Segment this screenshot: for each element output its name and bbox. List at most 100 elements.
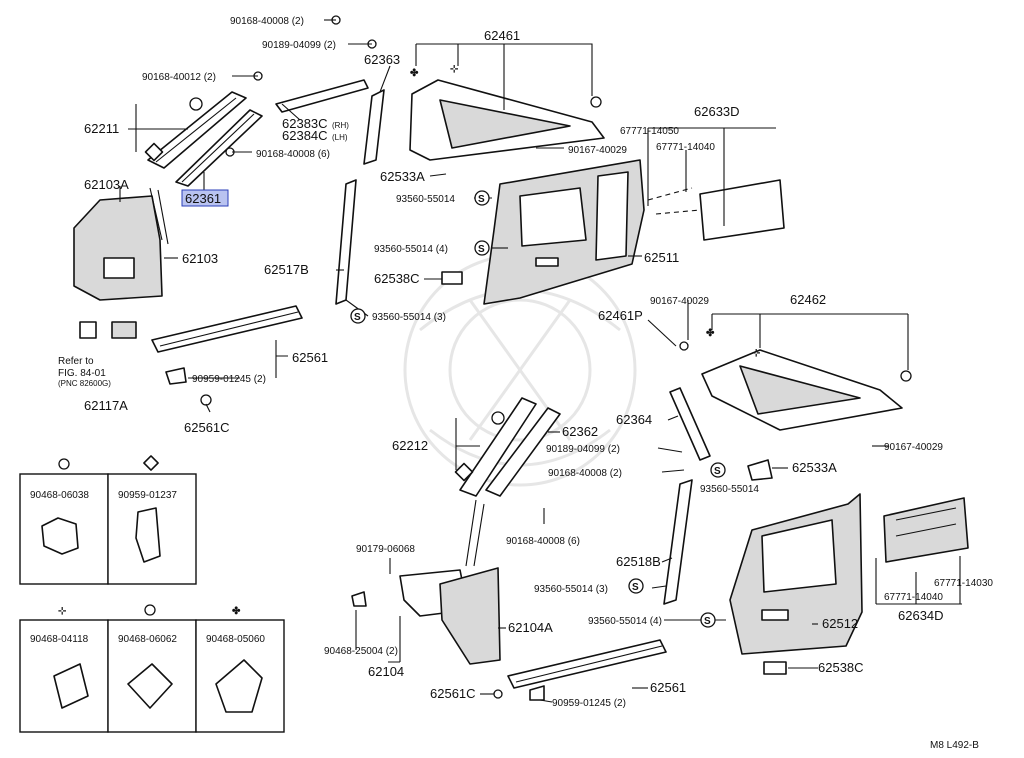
label-62363: 62363 <box>364 52 400 67</box>
svg-text:⊹: ⊹ <box>450 64 458 75</box>
label-62212: 62212 <box>392 438 428 453</box>
label-90168-40008-6-mid: 90168-40008 (6) <box>506 536 580 547</box>
part-62363-strip[interactable] <box>363 89 385 165</box>
part-62533a-clip-mid[interactable] <box>747 459 773 481</box>
label-90167-40029-b: 90167-40029 <box>650 296 709 307</box>
part-62561c-clip-top[interactable] <box>165 367 212 406</box>
label-62518b: 62518B <box>616 554 661 569</box>
part-62512-quarter-panel[interactable] <box>729 493 863 655</box>
clip-90468-06038-drawing <box>41 517 79 555</box>
part-62383c-garnish[interactable] <box>275 79 369 113</box>
part-62212-pillar[interactable] <box>459 397 561 497</box>
half-circle-marker <box>58 458 70 470</box>
circle-marker <box>144 604 156 616</box>
label-90189-04099-2-top: 90189-04099 (2) <box>262 40 336 51</box>
part-62104-trim[interactable] <box>399 499 501 665</box>
svg-text:S: S <box>704 616 711 627</box>
label-62533a-mid: 62533A <box>792 460 837 475</box>
label-62384c-side: (LH) <box>332 133 348 142</box>
label-62561c-top: 62561C <box>184 420 230 435</box>
part-62633d-cover[interactable] <box>699 179 785 241</box>
symbol-markers-62462: ✤ ⊹ <box>679 328 912 382</box>
diagram-code: M8 L492-B <box>930 740 979 751</box>
label-62634d: 62634D <box>898 608 944 623</box>
label-90168-40012-2: 90168-40012 (2) <box>142 72 216 83</box>
screw-symbols: S S S S S S <box>350 190 726 628</box>
legend-90468-04118: 90468-04118 <box>30 634 89 645</box>
label-67771-14030: 67771-14030 <box>934 578 993 589</box>
label-62103a: 62103A <box>84 177 129 192</box>
leader-lines <box>119 19 962 703</box>
part-90468-25004-clip[interactable] <box>351 591 367 607</box>
svg-text:S: S <box>478 194 485 205</box>
label-62462: 62462 <box>790 292 826 307</box>
label-93560-55014-3a: 93560-55014 (3) <box>372 312 446 323</box>
part-62462-window-trim[interactable] <box>701 349 903 431</box>
label-90168-40008-2-top: 90168-40008 (2) <box>230 16 304 27</box>
label-62561c-bot: 62561C <box>430 686 476 701</box>
label-62362: 62362 <box>562 424 598 439</box>
label-62383c: 62383C <box>282 116 328 131</box>
label-62533a-top: 62533A <box>380 169 425 184</box>
clip-90468-04118-drawing <box>53 663 89 709</box>
label-67771-14050: 67771-14050 <box>620 126 679 137</box>
clip-90468-05060-drawing <box>215 659 263 713</box>
cross-marker: ⊹ <box>58 606 66 617</box>
part-62538c-clip-bot[interactable] <box>763 661 787 675</box>
part-62117a-pads[interactable] <box>79 321 137 339</box>
clip-90959-01237-drawing <box>135 507 161 563</box>
part-62364-strip[interactable] <box>669 387 711 461</box>
legend-90468-06038: 90468-06038 <box>30 490 89 501</box>
part-62517b-strip[interactable] <box>335 179 357 305</box>
label-62364: 62364 <box>616 412 652 427</box>
svg-text:S: S <box>714 466 721 477</box>
label-62517b: 62517B <box>264 262 309 277</box>
svg-text:S: S <box>478 244 485 255</box>
label-62561-top: 62561 <box>292 350 328 365</box>
label-90468-25004-2: 90468-25004 (2) <box>324 646 398 657</box>
legend-90959-01237: 90959-01237 <box>118 490 177 501</box>
label-62211: 62211 <box>84 121 119 136</box>
label-62538c-top: 62538C <box>374 271 420 286</box>
part-62361-weatherstrip[interactable] <box>175 109 263 187</box>
label-62633d: 62633D <box>694 104 740 119</box>
symbol-markers-62461: ✤ ⊹ <box>410 64 602 108</box>
label-90179-06068: 90179-06068 <box>356 544 415 555</box>
label-refer-line3: (PNC 82600G) <box>58 379 111 388</box>
svg-text:⊹: ⊹ <box>752 348 760 359</box>
part-62561-scuff-top[interactable] <box>151 305 303 353</box>
part-62511-quarter-panel[interactable] <box>483 159 645 305</box>
label-62461p: 62461P <box>598 308 643 323</box>
label-62461: 62461 <box>484 28 520 43</box>
diamond-marker <box>143 455 159 471</box>
label-62383c-side: (RH) <box>332 121 349 130</box>
part-62103-trim[interactable] <box>73 187 169 301</box>
legend-90468-05060: 90468-05060 <box>206 634 265 645</box>
highlight-62361 <box>181 189 229 207</box>
label-93560-55014-b: 93560-55014 <box>700 484 759 495</box>
part-62538c-clip-top[interactable] <box>441 271 463 285</box>
label-90167-40029-c: 90167-40029 <box>884 442 943 453</box>
label-62511: 62511 <box>644 250 679 265</box>
part-62561-scuff-bot[interactable] <box>507 639 667 689</box>
clip-90468-06062-drawing <box>127 663 173 709</box>
label-93560-55014-a: 93560-55014 <box>396 194 455 205</box>
label-62103: 62103 <box>182 251 218 266</box>
label-62561-bot: 62561 <box>650 680 686 695</box>
label-90959-01245-2: 90959-01245 (2) <box>192 374 266 385</box>
label-93560-55014-4b: 93560-55014 (4) <box>588 616 662 627</box>
part-62211-pillar[interactable] <box>147 91 247 169</box>
part-62518b-strip[interactable] <box>663 479 693 605</box>
label-62104a: 62104A <box>508 620 553 635</box>
part-62461-window-trim[interactable] <box>409 79 605 161</box>
label-93560-55014-3b: 93560-55014 (3) <box>534 584 608 595</box>
label-62384c: 62384C <box>282 128 328 143</box>
label-90168-40008-6-top: 90168-40008 (6) <box>256 149 330 160</box>
star-marker: ✤ <box>232 606 241 617</box>
svg-text:✤: ✤ <box>706 328 715 339</box>
part-labels: 90168-40008 (2) 90189-04099 (2) 90168-40… <box>58 16 993 751</box>
label-90167-40029-a: 90167-40029 <box>568 145 627 156</box>
part-62634d-panel[interactable] <box>883 497 969 563</box>
part-62561c-clip-bot[interactable] <box>493 685 545 701</box>
